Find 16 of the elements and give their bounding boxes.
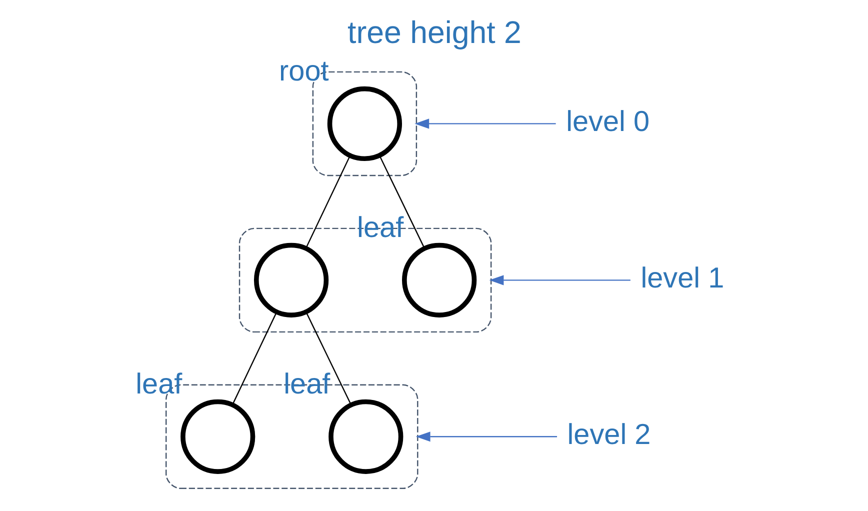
arrow	[488, 275, 630, 286]
node-circle	[253, 242, 328, 318]
node-text: level 2	[566, 419, 650, 452]
node-circle	[328, 399, 403, 474]
node-text: level 0	[566, 106, 650, 138]
node-circle	[180, 399, 255, 474]
node-circle	[326, 86, 402, 162]
node-label: leaf	[135, 368, 182, 401]
connector	[231, 312, 277, 405]
node-label: root	[278, 56, 328, 88]
connector	[304, 155, 350, 248]
diagram-title: tree height 2	[347, 14, 521, 50]
arrow	[414, 118, 556, 129]
node-circle	[402, 242, 476, 318]
arrow	[415, 432, 557, 442]
node-text: level 1	[640, 262, 724, 295]
